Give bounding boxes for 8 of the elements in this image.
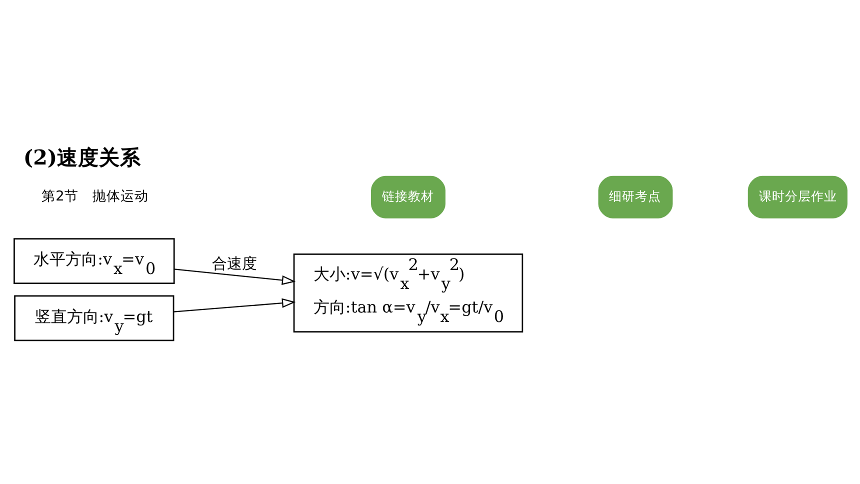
edge-label: 合速度	[211, 254, 256, 272]
label: 细研考点	[608, 188, 661, 203]
label: 链接教材	[381, 188, 434, 203]
diagram-title: (2)速度关系	[22, 144, 141, 169]
label: 第2节 抛体运动	[41, 188, 148, 204]
arrow	[173, 298, 296, 312]
arrow	[174, 268, 296, 284]
label: 课时分层作业	[758, 188, 836, 203]
